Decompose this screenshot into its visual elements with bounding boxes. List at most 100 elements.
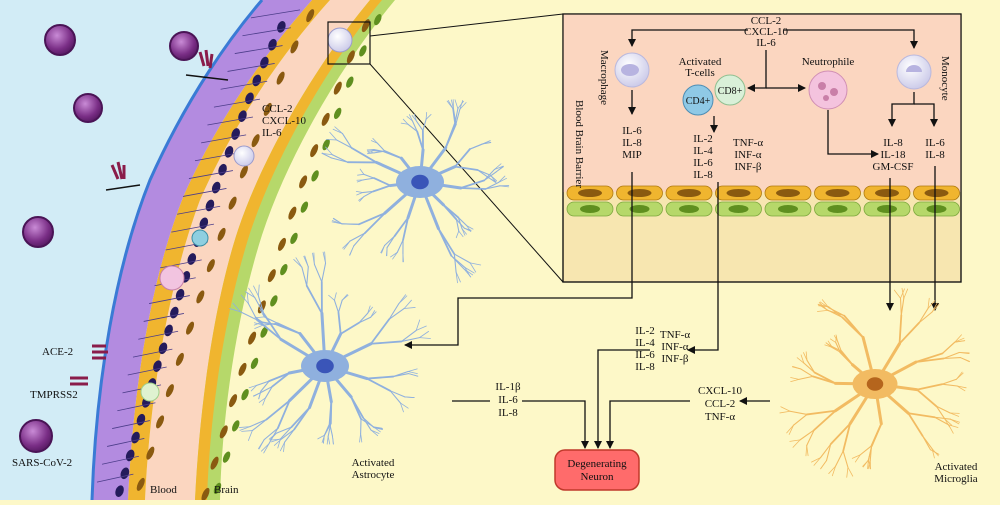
cell-process [901,298,903,315]
cell-process [334,293,336,300]
cell-process [359,317,371,322]
cell-process [443,205,458,218]
cell-process [451,256,465,268]
immune-cell [141,383,159,401]
cell-process [367,379,390,391]
cell-process [258,285,259,296]
cell-process [371,319,389,344]
cell-process [338,300,342,312]
cell-process [840,352,852,365]
cell-process [900,323,919,344]
cell-process [331,402,332,424]
blood-label: Blood [150,484,177,496]
cell-process [917,390,936,407]
microglia-label-2: Microglia [934,473,977,485]
glia-nucleus [299,200,310,213]
cell-process [248,431,252,441]
svg-text:CD4+: CD4+ [686,96,711,107]
astrocyte-label-2: Astrocyte [352,469,395,481]
immune-cell [234,146,254,166]
glia-nucleus [259,325,270,338]
cell-process [365,213,385,233]
cell-process [302,267,307,285]
endothelial-nucleus [227,393,238,408]
cell-process [359,213,385,224]
micro-out-3: TNF-α [705,411,735,423]
tcells-label-2: T-cells [685,67,715,79]
cell-process [455,167,478,170]
cell-process [455,100,458,109]
left-cytokine-3: IL-6 [262,127,282,139]
cell-process [354,233,365,246]
cell-process [470,144,483,149]
cell-process [259,391,261,399]
cell-process [374,178,390,185]
monocyte-cell [897,55,931,89]
cell-process [821,461,827,469]
virus-particle [23,217,53,247]
cell-process [391,252,398,257]
glia-nucleus [679,205,699,213]
bbb-label: Blood Brain Barrier [573,100,585,188]
cell-process [799,376,813,379]
bottom-t-b-3: INF-β [662,353,689,365]
cell-process [908,413,922,436]
immune-cell [328,28,352,52]
cell-process [870,446,871,460]
cell-process [456,231,459,238]
endothelial-nucleus [925,189,949,197]
cell-process [919,308,928,322]
endothelial-nucleus [308,143,319,158]
cell-process [830,339,835,342]
cell-process [330,132,337,140]
mono-out-a-2: IL-18 [880,149,906,161]
cell-process [334,300,338,312]
cell-process [314,264,321,281]
cell-process [327,436,328,444]
endothelial-nucleus [246,331,257,346]
cell-process [919,312,932,323]
degenerating-neuron-box: Degenerating Neuron [555,450,639,490]
glia-nucleus [289,232,300,245]
cell-process [470,263,481,265]
cell-nucleus [316,359,334,373]
cell-process [438,229,454,255]
glia-nucleus [269,294,280,307]
t-out-b-1: TNF-α [733,137,763,149]
cell-process [343,241,350,248]
cell-process [904,289,908,298]
cell-process [900,315,902,343]
microglia-label-1: Activated [935,461,978,473]
mono-out-b-1: IL-6 [925,137,945,149]
bottom-t-a-4: IL-8 [635,361,655,373]
cd8-cell: CD8+ [715,75,745,105]
bottom-t-a-3: IL-6 [635,349,655,361]
cell-process [960,358,969,362]
cell-process [259,440,264,449]
cell-process [245,292,254,298]
mono-out-a-3: GM-CSF [873,161,914,173]
endothelial-nucleus [677,189,701,197]
cell-process [338,313,340,334]
bottom-t-a-2: IL-4 [635,337,655,349]
cell-process [389,304,399,320]
cell-process [791,379,799,381]
glia-nucleus [729,205,749,213]
cell-process [307,267,309,286]
cell-process [242,431,253,432]
cell-process [307,286,322,314]
cell-process [291,408,309,428]
virus-particle [74,94,102,122]
t-out-b-2: INF-α [734,149,761,161]
monocyte-label: Monocyte [939,56,951,101]
astrocyte-label-1: Activated [352,457,395,469]
cell-process [923,436,931,450]
cell-process [791,377,799,379]
cell-process [814,458,821,466]
glia-nucleus [240,388,251,401]
cell-process [420,331,429,337]
endothelial-nucleus [826,189,850,197]
tmprss2-label: TMPRSS2 [30,389,78,401]
